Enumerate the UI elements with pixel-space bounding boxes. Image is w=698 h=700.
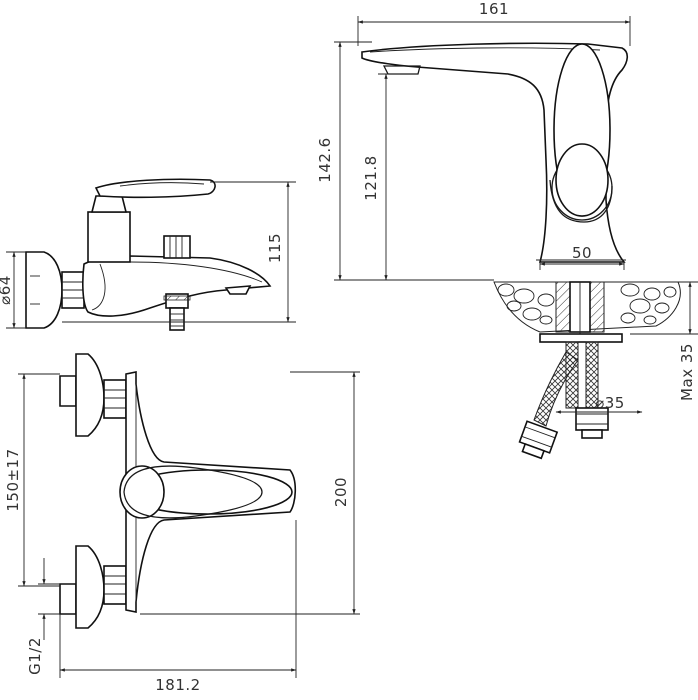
basin-base-diameter-label: 50 [572,244,592,262]
deck-thickness-label: Max 35 [678,343,696,401]
hole-diameter-label: ⌀35 [595,394,625,412]
bath-lever [94,178,216,199]
basin-spout-height-label: 121.8 [362,155,380,200]
basin-width-label: 161 [479,0,509,18]
countertop-section [493,281,681,343]
bath-centers-label: 150±17 [4,448,22,511]
bath-mixer-side-view [25,178,272,331]
bath-length-label: 181.2 [155,676,200,694]
bath-height-label: 115 [266,233,284,263]
bath-side-dimension-lines: 115 ⌀64 [0,181,296,329]
bath-top-dimension-lines: 150±17 200 181.2 G1/2 [4,371,360,694]
basin-mixer-view [361,42,629,263]
wall-flange [25,251,63,329]
bath-depth-label: 200 [332,477,350,507]
basin-dimension-lines: 161 142.6 121.8 50 Max 35 ⌀35 [316,0,698,414]
thread-label: G1/2 [26,637,44,675]
bath-mixer-top-view [59,353,297,629]
flange-diameter-label: ⌀64 [0,275,14,305]
basin-height-total-label: 142.6 [316,137,334,182]
aerator [382,65,421,75]
supply-hoses [518,341,609,460]
